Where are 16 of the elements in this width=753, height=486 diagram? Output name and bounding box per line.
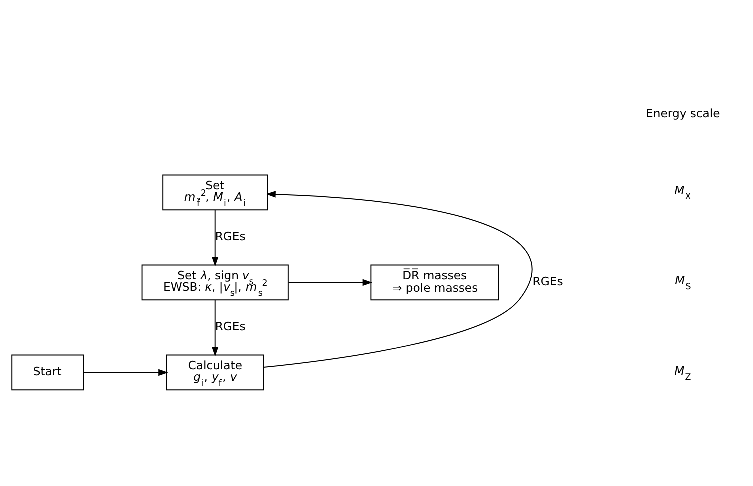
node-box: Start [12, 354, 84, 390]
edge-label: RGEs [215, 229, 246, 244]
node-box: Calculate g$_{i}$, y$_{f}$, v [166, 354, 264, 390]
label: M$_{Z}$ [674, 363, 692, 382]
arrow [263, 190, 532, 368]
node-box: D̅R̅ masses ⇒ pole masses [370, 264, 500, 300]
edge-label: RGEs [532, 274, 564, 288]
label: Energy scale [646, 106, 720, 120]
arrow [83, 368, 168, 376]
arrow [212, 209, 219, 266]
arrow [212, 299, 219, 356]
label: M$_{X}$ [674, 183, 692, 202]
label: M$_{S}$ [675, 273, 692, 292]
arrow [288, 278, 372, 286]
node-box: Set m$_{f̃}$$^{2}$, M$_{i}$, A$_{i}$ [162, 174, 268, 210]
edge-label: RGEs [215, 319, 246, 334]
